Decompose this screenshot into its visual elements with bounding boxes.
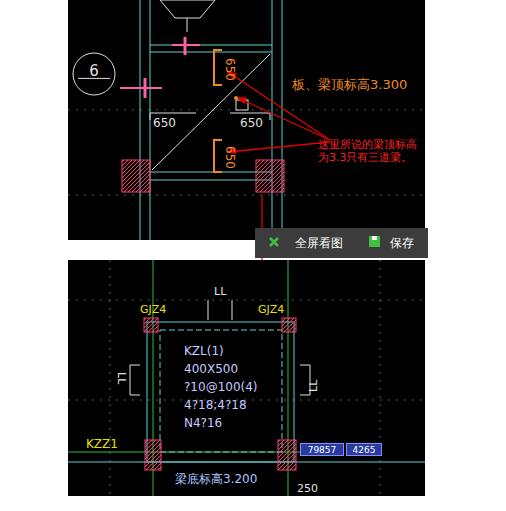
cad-label: N4?16 [184,417,222,431]
input-box: 4265 [346,443,382,456]
node-text: 全屏看图 [295,235,343,252]
cad-label: 板、梁顶标高3.300 [292,78,407,93]
cad-label: KZZ1 [86,438,118,452]
cad-label: LL [114,372,127,384]
cad-label: 650 [222,146,236,169]
toolbar-button: 保存 [383,233,421,253]
cad-label: 250 [297,483,318,496]
cad-label: 梁底标高3.200 [175,473,257,487]
cad-label: 650 [240,117,263,131]
node-text: 4265 [353,445,376,455]
cad-label: LL [214,286,226,299]
cad-label: KZL(1) [184,345,224,359]
cad-label: 4?18;4?18 [184,399,247,413]
annotation-note: 这里所说的梁顶标高为3.3只有三道梁。 [318,139,424,164]
cad-label: ?10@100(4) [184,381,258,395]
cad-label: 400X500 [184,363,238,377]
cad-label: 650 [222,58,236,81]
cad-label: LL [308,380,321,392]
input-box: 79857 [300,443,344,456]
cad-label: GJZ4 [258,304,284,317]
node-text: 79857 [308,445,337,455]
cad-label: 650 [153,117,176,131]
callout-circle: 6 [72,52,116,96]
toolbar-button: 全屏看图 [284,233,354,253]
node-text: 6 [89,62,99,80]
cad-label: GJZ4 [140,304,166,317]
node-text: 保存 [390,235,414,252]
